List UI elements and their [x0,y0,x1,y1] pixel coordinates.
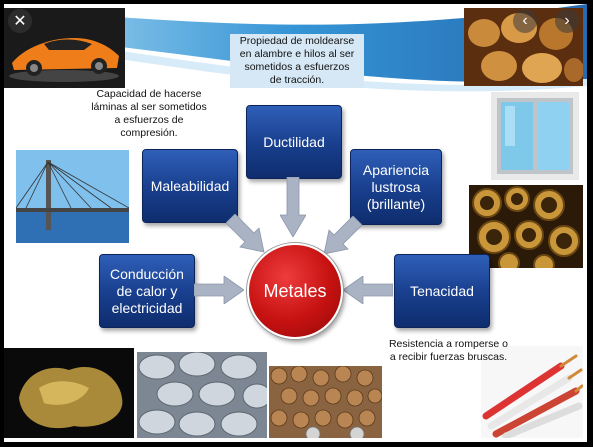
ductilidad-note: Propiedad de moldearse en alambre e hilo… [230,34,364,88]
window-image [491,92,579,180]
maleabilidad-note: Capacidad de hacerse láminas al ser some… [91,88,207,139]
arrow-tenacidad [343,276,393,304]
aluminum-cans-image [137,352,267,438]
tenacidad-note: Resistencia a romperse o a recibir fuerz… [388,338,509,363]
gold-nugget-image [4,348,134,438]
brass-pipes-image [469,185,583,268]
arrow-apariencia [323,216,362,255]
maleabilidad-box: Maleabilidad [142,149,238,223]
prev-glyph: ‹ [522,12,528,29]
close-glyph: ✕ [13,13,27,30]
metales-center-node: Metales [247,243,343,339]
chevron-left-icon[interactable]: ‹ [513,9,537,33]
close-icon[interactable]: ✕ [8,9,32,33]
bridge-image [16,150,129,243]
arrow-conduccion [194,276,244,304]
tenacidad-box: Tenacidad [394,254,490,328]
arrow-maleabilidad [226,214,265,253]
coins-image [269,366,382,438]
arrow-ductilidad [280,177,306,237]
next-glyph: › [564,12,570,29]
ductilidad-box: Ductilidad [246,105,342,179]
copper-wires-image [481,346,583,438]
chevron-right-icon[interactable]: › [555,9,579,33]
apariencia-box: Apariencia lustrosa (brillante) [350,149,442,225]
conduccion-box: Conducción de calor y electricidad [99,254,195,328]
slide: Capacidad de hacerse láminas al ser some… [4,4,587,442]
